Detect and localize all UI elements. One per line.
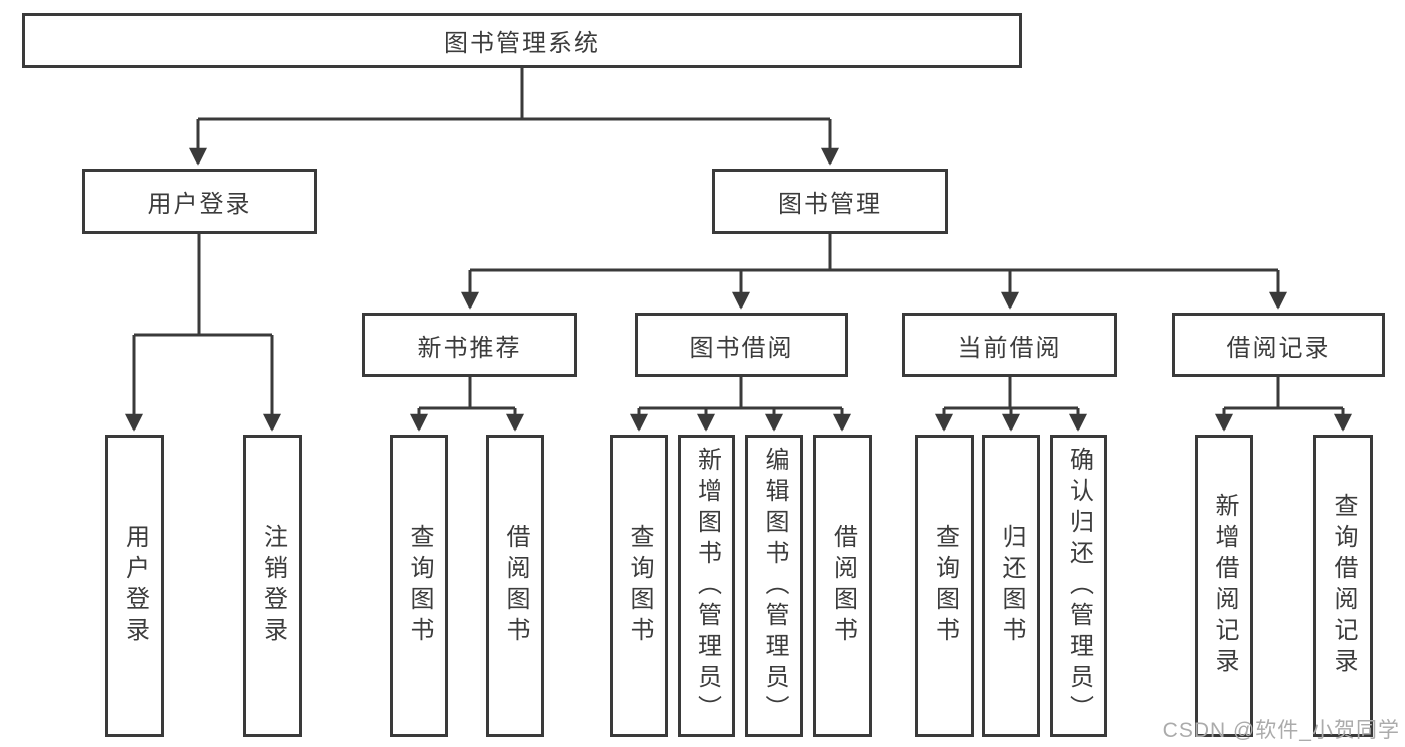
leaf-label: 注销登录 [259, 524, 287, 648]
leaf-logout: 注销登录 [243, 435, 302, 737]
leaf-label: 借阅图书 [502, 524, 529, 648]
leaf-label: 查询图书 [931, 524, 959, 648]
node-book-borrowing: 图书借阅 [635, 313, 848, 377]
leaf-label: 归还图书 [998, 524, 1025, 648]
leaf-query-books-current: 查询图书 [915, 435, 974, 737]
leaf-borrow-books-recommend: 借阅图书 [486, 435, 544, 737]
node-book-management: 图书管理 [712, 169, 948, 234]
node-label: 用户登录 [147, 191, 252, 218]
leaf-label: 用户登录 [121, 524, 149, 648]
leaf-label: 查询借阅记录 [1330, 493, 1357, 679]
node-borrowing-records: 借阅记录 [1172, 313, 1385, 377]
leaf-return-books: 归还图书 [982, 435, 1040, 737]
node-label: 借阅记录 [1226, 334, 1331, 362]
node-library-management-system: 图书管理系统 [22, 13, 1022, 68]
leaf-label: 新增图书（管理员） [693, 446, 721, 726]
leaf-label: 确认归还（管理员） [1065, 446, 1093, 726]
node-user-login: 用户登录 [82, 169, 317, 234]
node-new-book-recommendation: 新书推荐 [362, 313, 577, 377]
leaf-label: 新增借阅记录 [1211, 493, 1238, 679]
leaf-label: 借阅图书 [829, 524, 857, 648]
csdn-watermark: CSDN @软件_小贺同学 [1162, 719, 1400, 742]
node-label: 新书推荐 [417, 334, 522, 362]
leaf-query-books-recommend: 查询图书 [390, 435, 448, 737]
leaf-add-book-admin: 新增图书（管理员） [678, 435, 735, 737]
leaf-label: 查询图书 [406, 524, 433, 648]
node-current-borrowing: 当前借阅 [902, 313, 1117, 377]
leaf-label: 查询图书 [626, 524, 653, 648]
leaf-edit-book-admin: 编辑图书（管理员） [745, 435, 803, 737]
leaf-user-login: 用户登录 [105, 435, 164, 737]
leaf-add-borrow-record: 新增借阅记录 [1195, 435, 1253, 737]
node-label: 当前借阅 [957, 334, 1062, 362]
node-label: 图书借阅 [689, 334, 794, 362]
node-label: 图书管理 [778, 191, 882, 218]
node-label: 图书管理系统 [444, 30, 600, 57]
leaf-confirm-return-admin: 确认归还（管理员） [1050, 435, 1107, 737]
leaf-label: 编辑图书（管理员） [761, 446, 788, 726]
leaf-borrow-books-borrowing: 借阅图书 [813, 435, 872, 737]
leaf-query-borrow-record: 查询借阅记录 [1313, 435, 1373, 737]
leaf-query-books-borrowing: 查询图书 [610, 435, 668, 737]
